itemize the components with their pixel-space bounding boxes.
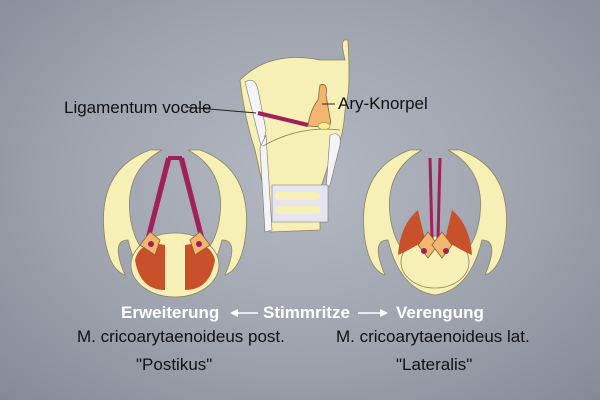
- label-erweiterung: Erweiterung: [121, 303, 220, 322]
- label-lateralis: "Lateralis": [396, 355, 473, 374]
- arrow-left-icon: [230, 309, 258, 317]
- larynx-side-view: [184, 39, 350, 233]
- label-lateral-muscle: M. cricoarytaenoideus lat.: [336, 327, 530, 346]
- glottis-closed-diagram: [363, 149, 507, 296]
- arrow-right-icon: [358, 309, 388, 317]
- label-posterior-muscle: M. cricoarytaenoideus post.: [77, 327, 285, 346]
- label-stimmritze: Stimmritze: [263, 303, 350, 322]
- label-ary-knorpel: Ary-Knorpel: [338, 94, 428, 113]
- label-ligamentum-vocale: Ligamentum vocale: [64, 98, 212, 117]
- glottis-open-diagram: [103, 149, 247, 298]
- label-postikus: "Postikus": [136, 355, 213, 374]
- label-verengung: Verengung: [396, 303, 484, 322]
- vocal-ligament: [257, 111, 309, 127]
